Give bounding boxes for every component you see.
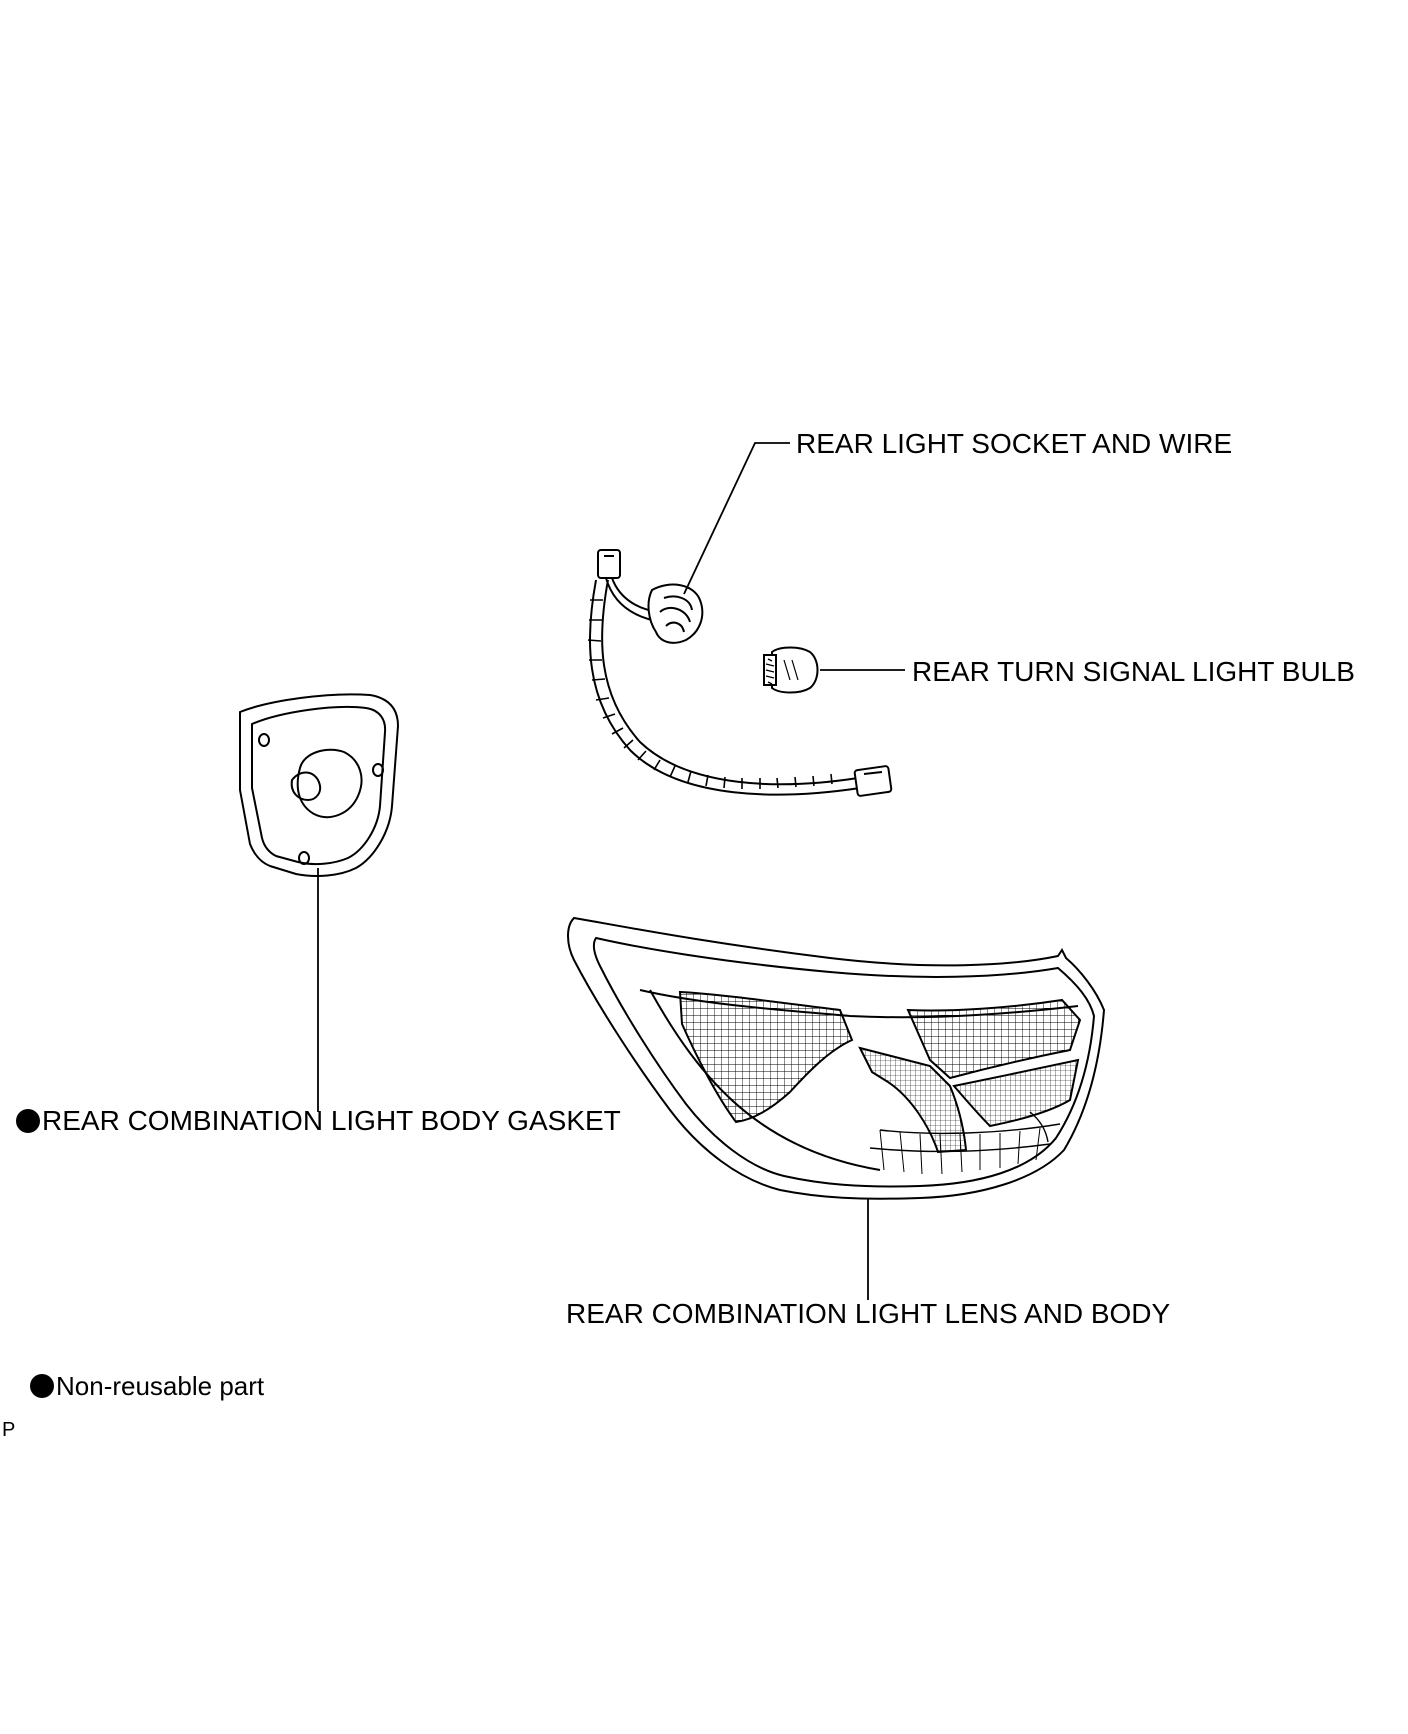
label-rear-combination-light-body-gasket: REAR COMBINATION LIGHT BODY GASKET xyxy=(16,1105,621,1137)
lower-connector xyxy=(853,765,893,797)
legend-non-reusable: Non-reusable part xyxy=(30,1370,264,1402)
label-rear-turn-signal-light-bulb: REAR TURN SIGNAL LIGHT BULB xyxy=(912,656,1355,687)
non-reusable-marker-icon xyxy=(16,1109,40,1133)
lens-and-body-drawing xyxy=(567,916,1106,1300)
gasket-label-text: REAR COMBINATION LIGHT BODY GASKET xyxy=(42,1105,621,1136)
socket-leader-line xyxy=(683,442,790,595)
label-rear-light-socket-and-wire: REAR LIGHT SOCKET AND WIRE xyxy=(796,428,1233,459)
corner-mark: P xyxy=(2,1419,16,1441)
label-rear-combination-light-lens-and-body: REAR COMBINATION LIGHT LENS AND BODY xyxy=(566,1298,1171,1329)
body-gasket-drawing xyxy=(239,693,400,1112)
turn-signal-bulb-drawing xyxy=(763,646,905,694)
upper-connector xyxy=(597,549,621,579)
bulb-socket xyxy=(647,583,704,644)
legend-text: Non-reusable part xyxy=(56,1371,265,1401)
legend-marker-icon xyxy=(30,1374,54,1398)
socket-and-wire-drawing xyxy=(587,442,893,797)
